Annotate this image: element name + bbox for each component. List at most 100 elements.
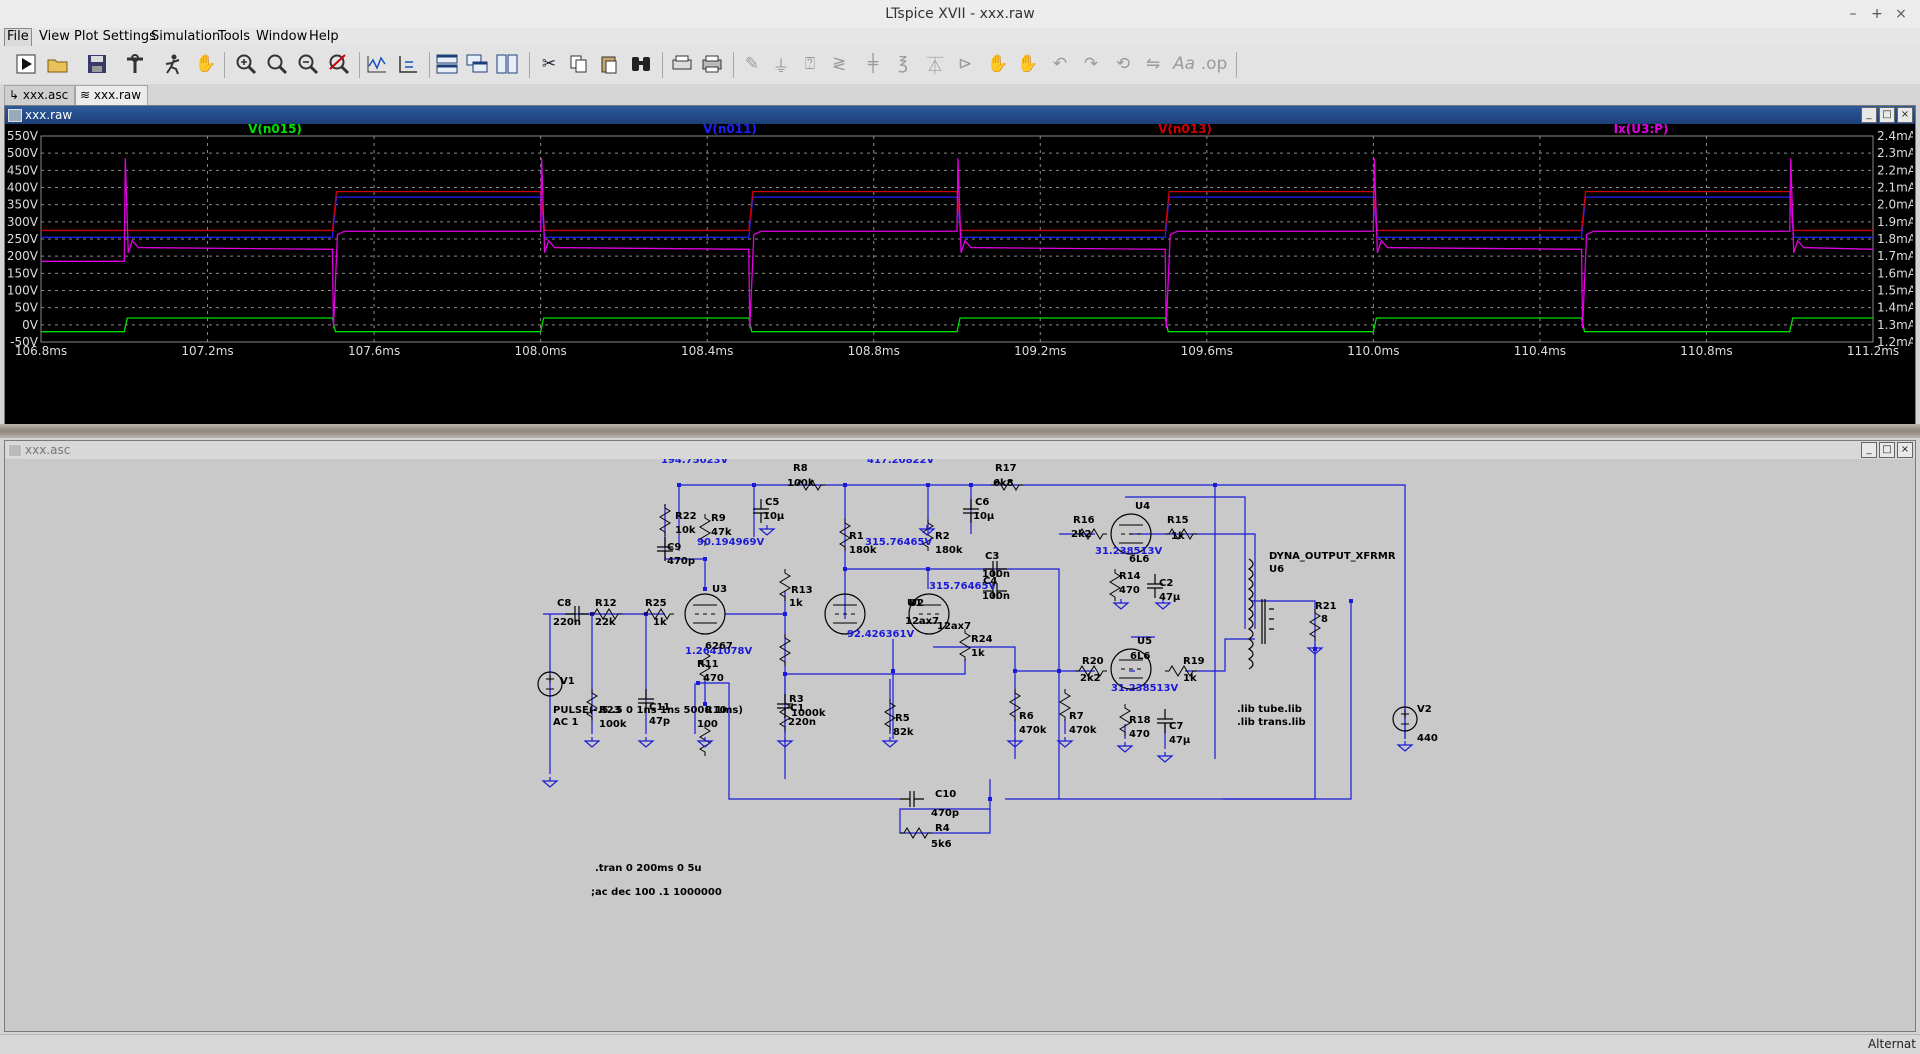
menu-file[interactable]: File — [4, 28, 32, 48]
maximize-icon[interactable]: + — [1871, 6, 1883, 22]
mdi-close-button[interactable]: × — [1897, 107, 1913, 123]
schematic-window-titlebar[interactable]: xxx.asc _ □ × — [5, 441, 1915, 459]
schematic-label-417-20822v: 417.20822V — [867, 459, 934, 466]
schematic-label-31-238513v: 31.238513V — [1095, 546, 1162, 557]
copy-icon[interactable] — [566, 51, 592, 77]
spice-directive-icon[interactable]: .op — [1200, 54, 1228, 74]
autorange-icon[interactable] — [364, 51, 390, 77]
zoom-cancel-icon[interactable] — [326, 51, 352, 77]
mdi-maximize-button[interactable]: □ — [1879, 442, 1895, 458]
cascade-icon[interactable] — [464, 51, 490, 77]
schematic-label-r20: R20 — [1082, 656, 1104, 667]
schematic-label-470: 470 — [703, 673, 724, 684]
menu-simulation[interactable]: Simulation — [151, 29, 221, 44]
wire — [679, 484, 1406, 739]
component-icon[interactable]: ⊳ — [957, 54, 973, 74]
schematic-label-220n: 220n — [553, 617, 581, 628]
ground-icon[interactable]: ⏚ — [772, 56, 790, 77]
voltage-source-symbol — [1392, 706, 1418, 732]
wire — [933, 646, 1016, 759]
redo-icon[interactable]: ↷ — [1083, 54, 1099, 74]
menu-plot-settings[interactable]: Plot Settings — [74, 29, 156, 44]
save-icon[interactable] — [84, 51, 110, 77]
edit-axis-icon[interactable] — [395, 51, 421, 77]
y-left-tick-label: 500V — [7, 146, 39, 160]
paste-icon[interactable] — [596, 51, 622, 77]
capacitor-symbol — [657, 537, 673, 561]
window-divider[interactable] — [0, 424, 1920, 438]
capacitor-icon[interactable]: ╪ — [867, 54, 879, 74]
toolbar-separator — [224, 52, 225, 78]
y-right-tick-label: 1.2mA — [1877, 335, 1913, 349]
label-net-icon[interactable]: ⍰ — [804, 54, 816, 74]
cut-icon[interactable]: ✂ — [541, 54, 557, 74]
zoom-area-icon[interactable] — [264, 51, 290, 77]
schematic-label-r17: R17 — [995, 463, 1017, 474]
pan-hand-icon[interactable]: ✋ — [195, 54, 217, 74]
schematic-label-1k: 1k — [653, 617, 667, 628]
move-icon[interactable]: ✋ — [987, 54, 1009, 74]
schematic-label-u6: U6 — [1269, 564, 1284, 575]
tile-vertical-icon[interactable] — [494, 51, 520, 77]
schematic-label-22k: 22k — [595, 617, 616, 628]
drag-icon[interactable]: ✋ — [1017, 54, 1039, 74]
mirror-icon[interactable]: ⇋ — [1145, 54, 1161, 74]
print-icon[interactable] — [699, 51, 725, 77]
draw-wire-icon[interactable]: ✎ — [744, 54, 760, 74]
zoom-in-icon[interactable] — [233, 51, 259, 77]
tube-symbol — [908, 593, 950, 635]
x-tick-label: 110.8ms — [1680, 344, 1732, 358]
schematic-label-6l6: 6L6 — [1129, 554, 1149, 565]
tab-xxx-asc[interactable]: ↳ xxx.asc — [4, 85, 76, 105]
mdi-maximize-button[interactable]: □ — [1879, 107, 1895, 123]
y-left-tick-label: 400V — [7, 181, 39, 195]
menu-help[interactable]: Help — [309, 29, 339, 44]
rotate-icon[interactable]: ⟲ — [1115, 54, 1131, 74]
y-right-tick-label: 1.3mA — [1877, 318, 1913, 332]
ground-symbol — [1112, 599, 1130, 610]
halt-icon[interactable] — [160, 51, 186, 77]
diode-icon[interactable]: ⏄ — [926, 56, 944, 77]
schematic-label-1k: 1k — [1171, 531, 1185, 542]
mdi-minimize-button[interactable]: _ — [1861, 107, 1877, 123]
undo-icon[interactable]: ↶ — [1052, 54, 1068, 74]
resistor-symbol — [839, 519, 851, 551]
schematic-label-90-194969v: 90.194969V — [697, 537, 764, 548]
transformer-primary — [1247, 558, 1254, 670]
junction-dot — [843, 567, 847, 571]
y-left-tick-label: 250V — [7, 232, 39, 246]
find-icon[interactable] — [628, 51, 654, 77]
schematic-label-r6: R6 — [1019, 711, 1034, 722]
menu-view[interactable]: View — [39, 29, 70, 44]
ground-symbol — [918, 525, 936, 536]
minimize-icon[interactable]: – — [1849, 6, 1857, 22]
junction-dot — [1313, 647, 1317, 651]
inductor-icon[interactable]: ℥ — [898, 54, 908, 74]
open-icon[interactable] — [45, 51, 71, 77]
y-right-tick-label: 1.4mA — [1877, 301, 1913, 315]
y-right-tick-label: 2.0mA — [1877, 198, 1913, 212]
mdi-close-button[interactable]: × — [1897, 442, 1913, 458]
junction-dot — [1213, 483, 1217, 487]
tab-label: xxx.asc — [22, 88, 69, 102]
close-icon[interactable]: × — [1895, 6, 1907, 22]
menu-window[interactable]: Window — [256, 29, 308, 44]
wire — [1125, 496, 1246, 629]
zoom-out-icon[interactable] — [295, 51, 321, 77]
tile-horizontal-icon[interactable] — [434, 51, 460, 77]
resistor-icon[interactable]: ≷ — [831, 54, 847, 74]
tab-xxx-raw[interactable]: ≋ xxx.raw — [75, 85, 149, 105]
y-right-tick-label: 1.9mA — [1877, 215, 1913, 229]
trace-v-n013- — [41, 190, 1873, 232]
menu-tools[interactable]: Tools — [218, 29, 251, 44]
control-panel-icon[interactable] — [122, 51, 148, 77]
print-preview-icon[interactable] — [669, 51, 695, 77]
mdi-minimize-button[interactable]: _ — [1861, 442, 1877, 458]
y-right-tick-label: 2.4mA — [1877, 129, 1913, 143]
run-icon[interactable] — [13, 51, 39, 77]
waveform-window-titlebar[interactable]: xxx.raw _ □ × — [5, 106, 1915, 124]
text-icon[interactable]: Aa — [1172, 54, 1196, 74]
